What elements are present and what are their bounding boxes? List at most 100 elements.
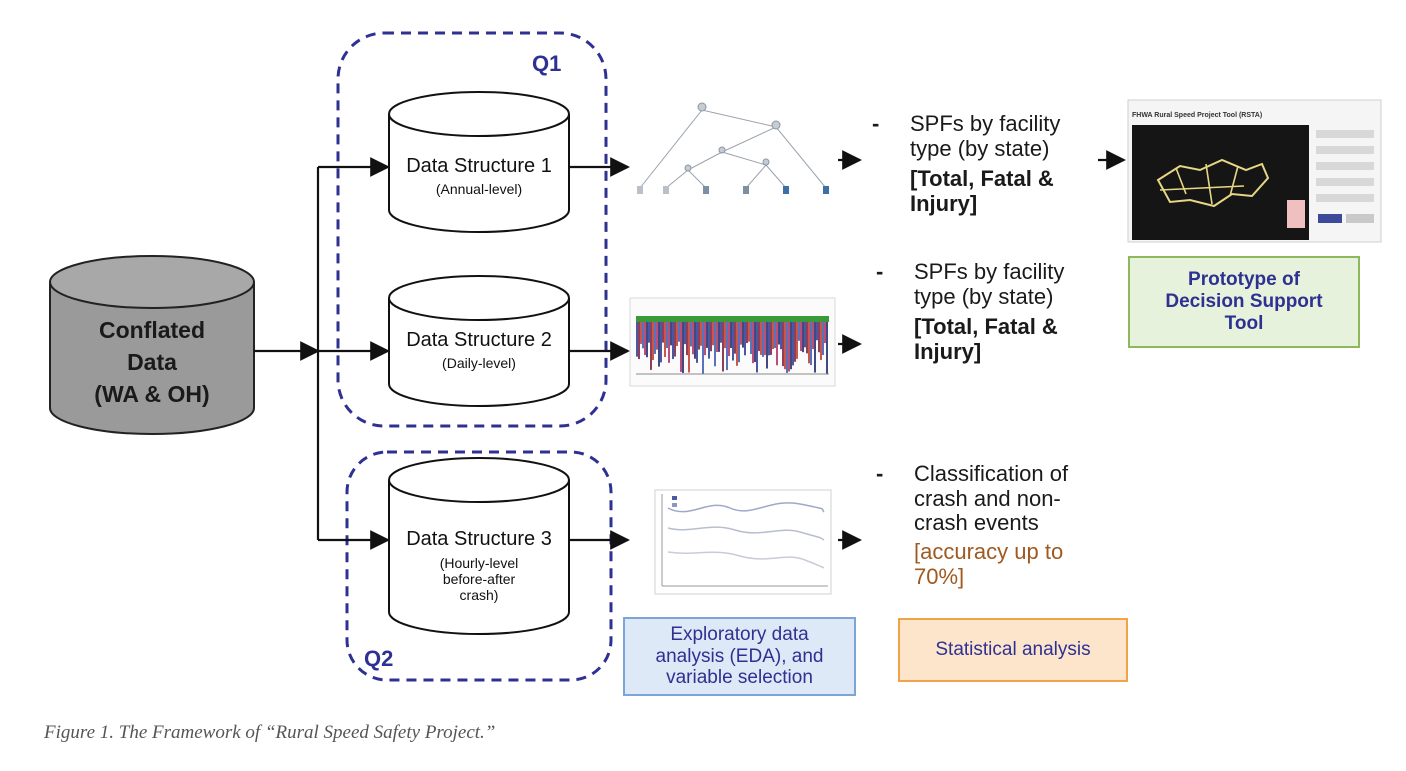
timeseries-bar bbox=[762, 322, 764, 357]
timeseries-bar bbox=[728, 322, 730, 357]
timeseries-bar bbox=[672, 322, 674, 360]
timeseries-bar bbox=[768, 322, 770, 356]
timeseries-bar bbox=[806, 322, 808, 354]
timeseries-bar bbox=[726, 322, 728, 371]
statistical-box-label: Statistical analysis bbox=[935, 639, 1091, 660]
timeseries-bar bbox=[696, 322, 698, 363]
timeseries-bar bbox=[744, 322, 746, 356]
output-1-bracket-1: [Total, Fatal & bbox=[910, 166, 1054, 192]
timeseries-bar bbox=[658, 322, 660, 367]
timeseries-bar bbox=[700, 322, 702, 346]
timeseries-bar bbox=[808, 322, 810, 364]
output-2-line-2: type (by state) bbox=[914, 283, 1054, 309]
statistical-box: Statistical analysis bbox=[898, 618, 1128, 682]
timeseries-bar bbox=[796, 322, 798, 359]
structure-3-subtitle-3: crash) bbox=[459, 587, 499, 604]
structure-2-title: Data Structure 2 bbox=[406, 329, 552, 351]
output-1-line-2: type (by state) bbox=[910, 135, 1050, 161]
timeseries-bar bbox=[784, 322, 786, 370]
output-3-line-1: Classification of bbox=[914, 461, 1069, 486]
output-1-dash: - bbox=[872, 111, 880, 136]
dashboard-thumbnail bbox=[1127, 99, 1382, 243]
structure-2-cylinder-icon bbox=[388, 275, 570, 407]
timeseries-bar bbox=[684, 322, 686, 345]
output-1-line-1: SPFs by facility bbox=[910, 111, 1061, 136]
timeseries-bar bbox=[742, 322, 744, 348]
eda-lineplot-thumbnail bbox=[654, 489, 832, 595]
timeseries-bar bbox=[812, 322, 814, 350]
timeseries-bar bbox=[702, 322, 704, 374]
timeseries-bar bbox=[770, 322, 772, 355]
output-2-text: - SPFs by facility type (by state) [Tota… bbox=[876, 259, 1064, 365]
timeseries-bar bbox=[686, 322, 688, 356]
daily-timeseries-thumbnail bbox=[629, 297, 836, 387]
timeseries-bar bbox=[758, 322, 760, 352]
structure-1-label: Data Structure 1 (Annual-level) bbox=[389, 155, 569, 197]
source-database-icon bbox=[49, 255, 255, 435]
source-label: Conflated Data (WA & OH) bbox=[70, 314, 234, 411]
timeseries-bar bbox=[760, 322, 762, 355]
timeseries-bar bbox=[774, 322, 776, 349]
timeseries-bar bbox=[668, 322, 670, 363]
timeseries-bar bbox=[780, 322, 782, 350]
timeseries-bar bbox=[736, 322, 738, 366]
prototype-box: Prototype of Decision Support Tool bbox=[1128, 256, 1360, 348]
timeseries-bar bbox=[756, 322, 758, 373]
timeseries-bar bbox=[816, 322, 818, 341]
timeseries-bar bbox=[750, 322, 752, 355]
timeseries-bar bbox=[662, 322, 664, 343]
timeseries-bar bbox=[730, 322, 732, 349]
output-3-accent-1: [accuracy up to bbox=[914, 538, 1064, 564]
structure-3-subtitle-2: before-after bbox=[442, 571, 516, 588]
structure-2-subtitle: (Daily-level) bbox=[442, 355, 516, 371]
timeseries-bar bbox=[748, 322, 750, 342]
structure-3-title: Data Structure 3 bbox=[406, 528, 552, 550]
output-3-dash: - bbox=[876, 461, 884, 486]
output-2-bracket-1: [Total, Fatal & bbox=[914, 314, 1058, 340]
timeseries-bar bbox=[682, 322, 684, 373]
timeseries-bar bbox=[772, 322, 774, 349]
timeseries-bar bbox=[650, 322, 652, 370]
timeseries-bar bbox=[690, 322, 692, 347]
timeseries-bar bbox=[718, 322, 720, 352]
timeseries-bar bbox=[706, 322, 708, 348]
timeseries-bar bbox=[824, 322, 826, 344]
timeseries-bar bbox=[818, 322, 820, 353]
timeseries-bar bbox=[826, 322, 828, 374]
timeseries-bar bbox=[716, 322, 718, 352]
timeseries-bar bbox=[722, 322, 724, 372]
timeseries-bar bbox=[688, 322, 690, 373]
timeseries-bar bbox=[640, 322, 642, 344]
q2-group-outline bbox=[345, 450, 613, 682]
timeseries-bar bbox=[766, 322, 768, 369]
structure-3-subtitle-1: (Hourly-level bbox=[439, 555, 519, 571]
source-label-line-2: Data bbox=[127, 349, 177, 376]
timeseries-bar bbox=[798, 322, 800, 341]
timeseries-bar bbox=[656, 322, 658, 350]
output-3-line-2: crash and non- bbox=[914, 485, 1061, 511]
output-1-text: - SPFs by facility type (by state) [Tota… bbox=[872, 111, 1061, 217]
structure-3-label: Data Structure 3 (Hourly-level before-af… bbox=[389, 528, 569, 603]
timeseries-bar bbox=[734, 322, 736, 354]
timeseries-bar bbox=[788, 322, 790, 372]
timeseries-bar bbox=[764, 322, 766, 355]
timeseries-bar bbox=[666, 322, 668, 348]
source-label-line-1: Conflated bbox=[98, 317, 206, 343]
timeseries-bar bbox=[746, 322, 748, 344]
connector-lines bbox=[254, 150, 1126, 550]
timeseries-bar bbox=[714, 322, 716, 367]
timeseries-bar bbox=[680, 322, 682, 372]
timeseries-bar bbox=[804, 322, 806, 348]
output-1-bracket-2: Injury] bbox=[910, 190, 978, 216]
output-3-text: - Classification of crash and non- crash… bbox=[876, 461, 1069, 589]
timeseries-bar bbox=[652, 322, 654, 361]
figure-caption: Figure 1. The Framework of “Rural Speed … bbox=[44, 722, 496, 743]
timeseries-bar bbox=[708, 322, 710, 359]
timeseries-bar bbox=[724, 322, 726, 349]
timeseries-bar bbox=[660, 322, 662, 363]
timeseries-bar bbox=[678, 322, 680, 342]
timeseries-bar bbox=[752, 322, 754, 364]
timeseries-bar bbox=[820, 322, 822, 360]
timeseries-bar bbox=[810, 322, 812, 366]
